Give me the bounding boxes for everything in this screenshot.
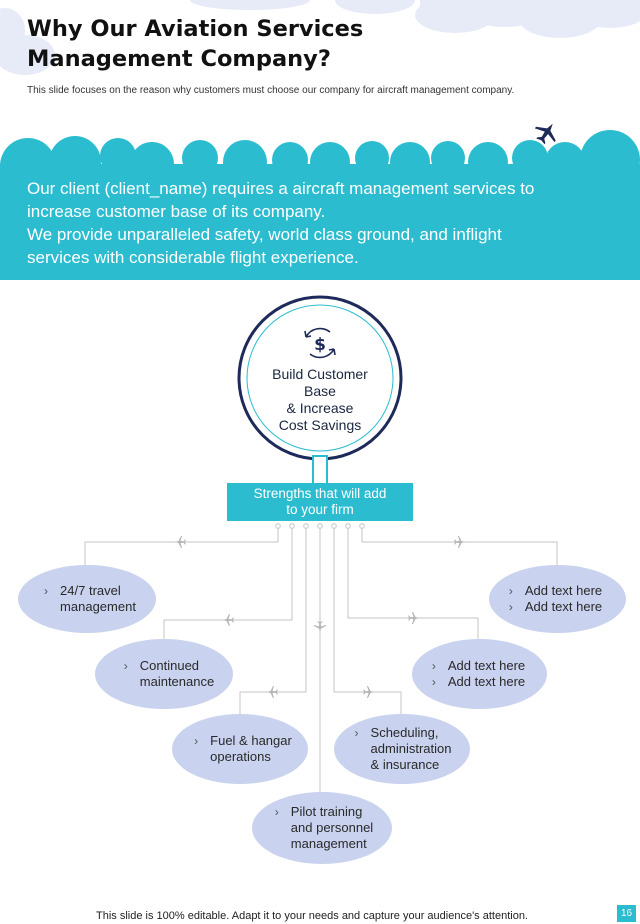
band-line: We provide unparalleled safety, world cl… bbox=[27, 225, 502, 244]
oval-pilot-training: ›Pilot training and personnel management bbox=[252, 792, 392, 864]
oval-travel-management: ›24/7 travel management bbox=[18, 565, 156, 633]
dollar-sign: $ bbox=[314, 335, 326, 355]
oval-add-text-1: ›Add text here ›Add text here bbox=[489, 565, 626, 633]
airplane-icon bbox=[534, 123, 556, 145]
oval-scheduling: ›Scheduling, administration & insurance bbox=[334, 714, 470, 784]
cloud-banner bbox=[0, 123, 640, 280]
dollar-cycle-icon bbox=[304, 327, 336, 359]
footer-text: This slide is 100% editable. Adapt it to… bbox=[96, 910, 528, 922]
connector-dots bbox=[275, 523, 365, 529]
center-inner-ring bbox=[246, 304, 394, 452]
page-subtitle: This slide focuses on the reason why cus… bbox=[27, 85, 515, 96]
oval-continued-maintenance: ›Continued maintenance bbox=[95, 639, 233, 709]
oval-fuel-hangar: ›Fuel & hangar operations bbox=[172, 714, 308, 784]
page-title: Why Our Aviation Services Management Com… bbox=[27, 16, 364, 72]
band-line: Our client (client_name) requires a airc… bbox=[27, 179, 535, 198]
band-line: increase customer base of its company. bbox=[27, 202, 326, 221]
page-number: 16 bbox=[617, 905, 636, 922]
strengths-box: Strengths that will add to your firm bbox=[227, 483, 413, 521]
header-clouds bbox=[0, 0, 640, 75]
center-label: Build Customer Base & Increase Cost Savi… bbox=[272, 366, 368, 433]
band-text: Our client (client_name) requires a airc… bbox=[27, 177, 617, 269]
center-stem bbox=[312, 455, 328, 485]
band-line: services with considerable flight experi… bbox=[27, 248, 359, 267]
oval-add-text-2: ›Add text here ›Add text here bbox=[412, 639, 547, 709]
